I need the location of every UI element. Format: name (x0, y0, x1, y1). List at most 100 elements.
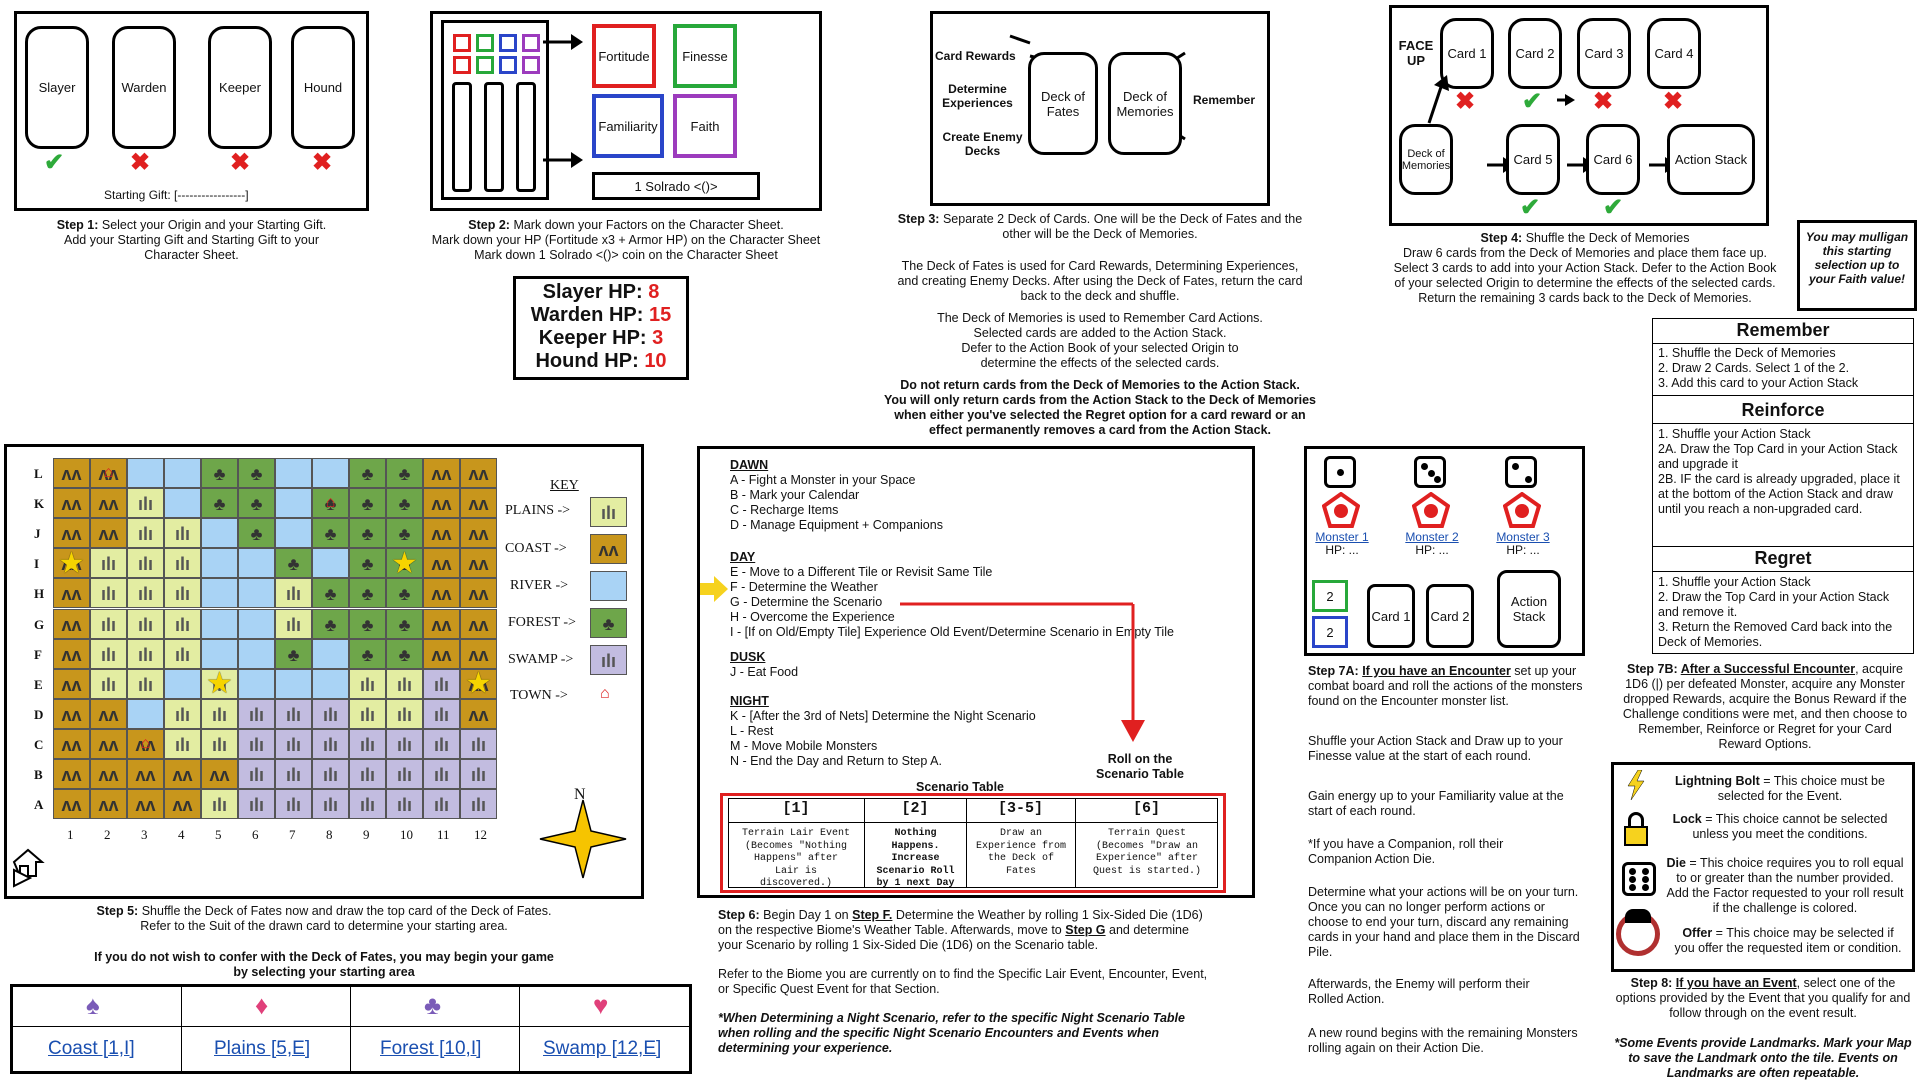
map-tile[interactable]: ʌʌ (90, 698, 127, 729)
map-tile[interactable]: ♣ (238, 488, 275, 519)
map-tile[interactable]: ılı (275, 578, 312, 609)
map-tile[interactable]: ılı (349, 759, 386, 789)
memory-card-3[interactable]: Card 3 (1577, 18, 1631, 89)
map-tile[interactable]: ʌʌ⌂ (90, 458, 127, 488)
map-tile[interactable]: ılı (164, 698, 201, 729)
map-tile[interactable]: ılı (127, 608, 164, 639)
map-tile[interactable]: ♣ (349, 458, 386, 488)
map-tile[interactable]: ʌʌ (423, 578, 460, 609)
map-tile[interactable] (127, 698, 164, 729)
map-tile[interactable] (275, 458, 312, 488)
map-tile[interactable]: ılı (275, 698, 312, 729)
map-tile[interactable]: ılı (164, 578, 201, 609)
starting-gift-field[interactable]: Starting Gift: [-----------------] (104, 188, 249, 202)
map-tile[interactable]: ılı (127, 548, 164, 579)
start-swamp-link[interactable]: Swamp [12,E] (543, 1038, 662, 1059)
action-stack[interactable]: Action Stack (1667, 124, 1755, 195)
map-tile[interactable] (312, 458, 349, 488)
map-tile[interactable]: ʌʌ (53, 789, 90, 820)
map-tile[interactable]: ılı (127, 518, 164, 549)
map-tile[interactable] (127, 458, 164, 488)
map-tile[interactable]: ♣ (201, 488, 238, 519)
map-tile[interactable]: ılı (201, 698, 238, 729)
finesse-box[interactable]: 2 (1312, 616, 1348, 648)
map-tile[interactable]: ılı (423, 668, 460, 699)
map-tile[interactable]: ʌʌ (53, 608, 90, 639)
map-tile[interactable]: ♣ (201, 458, 238, 488)
map-tile[interactable]: ılı (238, 789, 275, 820)
map-tile[interactable]: ♣ (275, 548, 312, 579)
map-tile[interactable]: ♣ (238, 518, 275, 549)
factor-finesse[interactable]: Finesse (673, 24, 737, 88)
map-tile[interactable]: ılı (423, 728, 460, 759)
map-tile[interactable]: ♣★ (386, 547, 423, 580)
factor-faith[interactable]: Faith (673, 94, 737, 158)
map-tile[interactable]: ʌʌ⌂ (127, 728, 164, 759)
map-tile[interactable]: ılı (386, 759, 423, 789)
map-tile[interactable]: ♣ (386, 518, 423, 549)
map-tile[interactable]: ılı (238, 698, 275, 729)
map-tile[interactable]: ılı (275, 728, 312, 759)
origin-card-slayer[interactable]: Slayer (25, 26, 89, 149)
hand-card-2[interactable]: Card 2 (1426, 584, 1474, 648)
map-tile[interactable]: ılı (275, 759, 312, 789)
map-tile[interactable] (238, 638, 275, 669)
map-tile[interactable]: ʌʌ (460, 638, 497, 669)
map-tile[interactable]: ılı (423, 698, 460, 729)
map-tile[interactable] (275, 668, 312, 699)
energy-box[interactable]: 2 (1312, 580, 1348, 612)
memory-card-6[interactable]: Card 6 (1586, 124, 1640, 195)
map-tile[interactable]: ılı (127, 578, 164, 609)
map-tile[interactable]: ♣ (349, 518, 386, 549)
map-tile[interactable]: ʌʌ (423, 548, 460, 579)
map-tile[interactable]: ʌʌ (164, 789, 201, 820)
start-plains-link[interactable]: Plains [5,E] (214, 1038, 311, 1059)
map-tile[interactable]: ♣ (238, 458, 275, 488)
map-tile[interactable]: ʌʌ (53, 488, 90, 519)
memory-card-4[interactable]: Card 4 (1647, 18, 1701, 89)
start-coast-link[interactable]: Coast [1,I] (48, 1038, 135, 1059)
map-tile[interactable]: ılı (90, 578, 127, 609)
map-tile[interactable]: ılı (275, 608, 312, 639)
map-tile[interactable]: ʌʌ (460, 698, 497, 729)
map-tile[interactable] (201, 518, 238, 549)
map-tile[interactable]: ılı (386, 789, 423, 820)
map-tile[interactable]: ʌʌ (423, 638, 460, 669)
map-tile[interactable]: ılı (164, 518, 201, 549)
map-tile[interactable]: ʌʌ (127, 789, 164, 820)
map-tile[interactable]: ılı (238, 759, 275, 789)
map-tile[interactable]: ılı (349, 789, 386, 820)
map-tile[interactable]: ʌʌ (423, 518, 460, 549)
map-tile[interactable]: ılı (201, 789, 238, 820)
map-tile[interactable]: ♣ (275, 638, 312, 669)
map-tile[interactable]: ılı (127, 668, 164, 699)
map-tile[interactable]: ılı (349, 698, 386, 729)
map-tile[interactable]: ılı (127, 488, 164, 519)
map-tile[interactable] (312, 548, 349, 579)
map-tile[interactable]: ♣ (386, 488, 423, 519)
map-tile[interactable]: ♣ (386, 608, 423, 639)
map-tile[interactable] (275, 518, 312, 549)
map-tile[interactable]: ılı (349, 668, 386, 699)
map-tile[interactable]: ʌʌ (423, 458, 460, 488)
map-tile[interactable]: ʌʌ (53, 518, 90, 549)
map-tile[interactable]: ♣ (349, 548, 386, 579)
hand-card-1[interactable]: Card 1 (1367, 584, 1415, 648)
map-tile[interactable]: ʌʌ (53, 668, 90, 699)
map-tile[interactable]: ılı (127, 638, 164, 669)
map-tile[interactable] (201, 608, 238, 639)
map-tile[interactable]: ılı (312, 728, 349, 759)
combat-action-stack[interactable]: Action Stack (1497, 570, 1561, 648)
map-tile[interactable]: ılı (312, 789, 349, 820)
map-tile[interactable]: ılı (164, 608, 201, 639)
map-tile[interactable] (238, 578, 275, 609)
map-tile[interactable]: ʌʌ (460, 488, 497, 519)
map-tile[interactable] (275, 488, 312, 519)
start-forest-link[interactable]: Forest [10,I] (380, 1038, 482, 1059)
map-tile[interactable]: ılı (164, 548, 201, 579)
map-tile[interactable]: ılı★ (201, 667, 238, 700)
map-tile[interactable]: ılı (423, 759, 460, 789)
map-tile[interactable]: ılı (238, 728, 275, 759)
map-tile[interactable]: ılı (349, 728, 386, 759)
memory-card-1[interactable]: Card 1 (1440, 18, 1494, 89)
